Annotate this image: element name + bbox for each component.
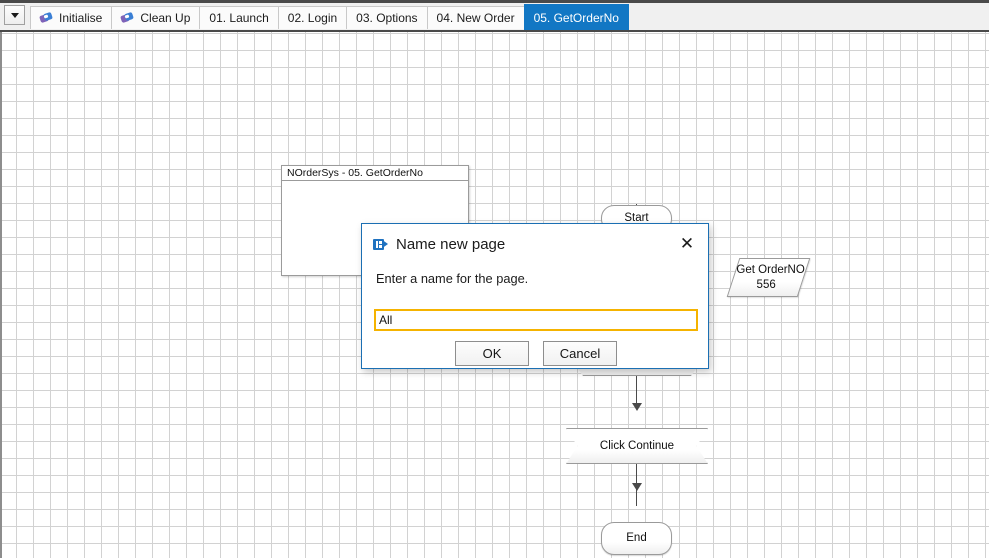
flow-shape-click-continue[interactable]: Click Continue [566,428,708,464]
dialog-title: Name new page [396,235,506,253]
tab-label: Initialise [59,11,103,25]
tab-03-options[interactable]: 03. Options [346,6,428,29]
shape-label: Start [624,212,649,225]
tab-list-dropdown-button[interactable] [4,5,25,25]
chevron-down-icon [10,12,19,18]
arrowhead-to-end [632,483,642,491]
tab-label: 05. GetOrderNo [533,10,619,25]
tab-01-launch[interactable]: 01. Launch [199,6,279,29]
dialog-prompt-text: Enter a name for the page. [376,271,529,286]
name-new-page-dialog: Name new page ✕ Enter a name for the pag… [361,223,709,369]
tab-label: 02. Login [287,11,338,25]
page-icon [39,11,53,24]
shape-label-line2: 556 [756,278,776,291]
tab-02-login[interactable]: 02. Login [277,6,348,29]
cancel-button[interactable]: Cancel [543,341,617,366]
tab-initialise[interactable]: Initialise [30,6,113,29]
blue-prism-icon [373,237,388,252]
tab-label: 01. Launch [209,11,269,25]
tab-label: 04. New Order [436,11,515,25]
tab-label: Clean Up [140,11,191,25]
flow-shape-end[interactable]: End [601,522,672,555]
ok-button[interactable]: OK [455,341,529,366]
flow-shape-get-orderno[interactable]: Get OrderNO 556 [726,258,811,297]
shape-label: Click Continue [599,439,675,452]
page-name-input-wrapper[interactable] [374,309,698,331]
shape-label: End [626,532,647,545]
tab-list: Initialise Clean Up 01. Launch 02. Login… [30,4,629,30]
close-icon[interactable]: ✕ [679,233,695,254]
page-tab-bar: Initialise Clean Up 01. Launch 02. Login… [0,0,989,32]
dialog-titlebar[interactable]: Name new page ✕ [362,224,708,264]
process-diagram-canvas[interactable]: Start Get OrderNO 556 Click Continue End… [0,32,989,558]
tabstrip-top-divider [0,0,989,3]
page-name-input[interactable] [376,311,696,329]
tab-04-new-order[interactable]: 04. New Order [426,6,525,29]
tab-label: 03. Options [356,11,418,25]
dialog-button-row: OK Cancel [362,341,710,366]
canvas-left-border [0,32,2,558]
note-title: NOrderSys - 05. GetOrderNo [282,166,468,181]
tab-clean-up[interactable]: Clean Up [111,6,201,29]
page-icon [120,11,135,24]
tab-05-getorderno[interactable]: 05. GetOrderNo [523,4,629,30]
arrowhead-to-click-continue [632,403,642,411]
shape-label-line1: Get OrderNO [736,264,805,277]
connector-hexagon-to-click-continue [636,350,637,408]
